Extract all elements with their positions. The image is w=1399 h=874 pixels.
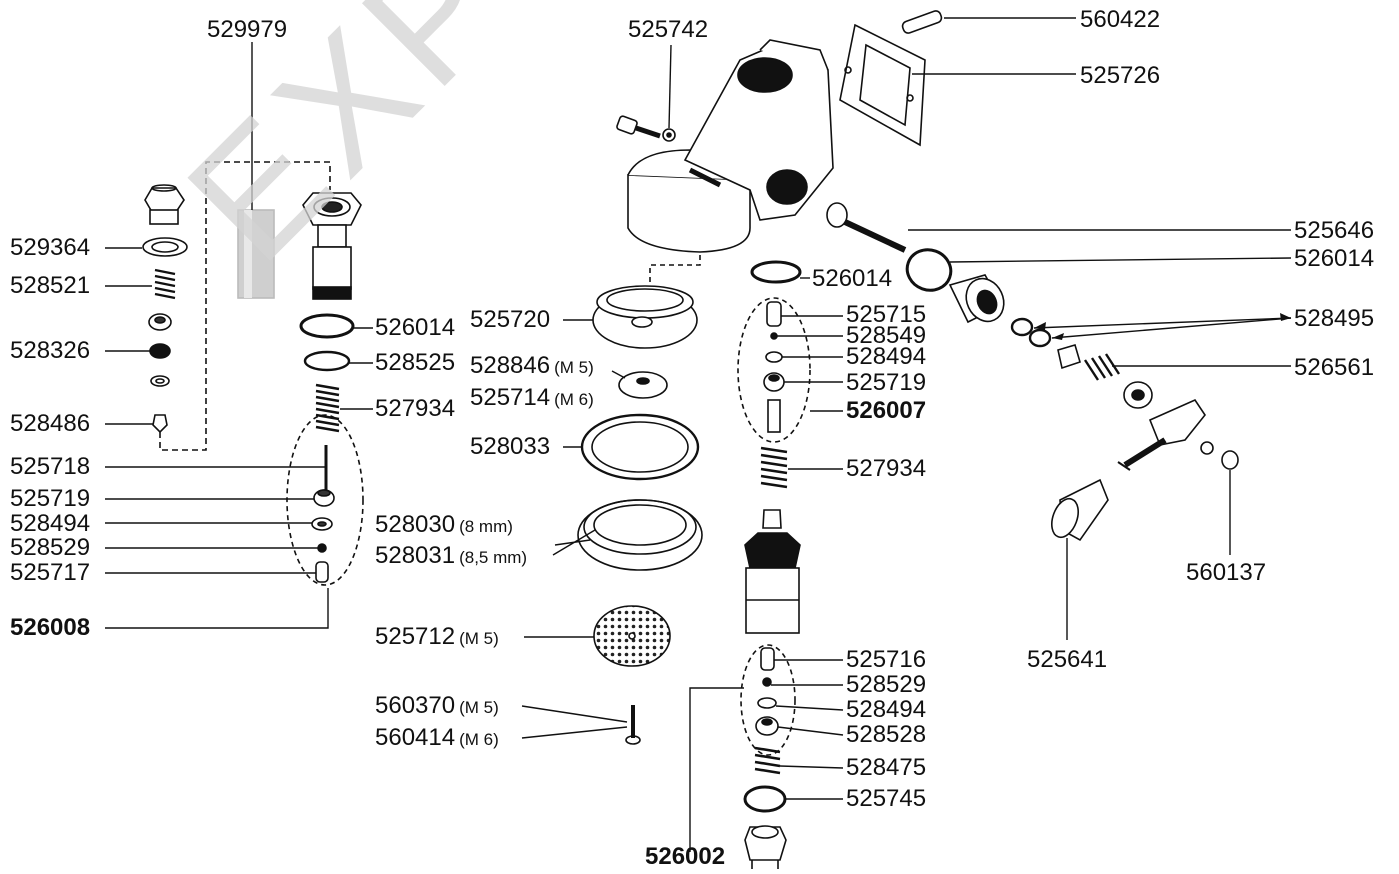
label-526007: 526007 <box>846 397 927 424</box>
valve-holder-part <box>744 509 801 634</box>
dispersion-block-525720 <box>592 285 698 349</box>
label-528528: 528528 <box>846 721 927 748</box>
group-ellipse-526008 <box>286 414 364 586</box>
spring-527934-center <box>760 446 788 489</box>
plug-526002 <box>744 825 787 869</box>
label-525715: 525715 <box>846 301 927 328</box>
label-560422: 560422 <box>1080 6 1161 33</box>
label-528031: 528031(8,5 mm) <box>375 542 528 569</box>
seal-528495-b <box>1028 328 1052 348</box>
oring-526014-center <box>750 260 802 284</box>
nut-560137 <box>1221 450 1239 470</box>
label-525742: 525742 <box>628 16 709 43</box>
cartridge-529979 <box>237 209 275 299</box>
label-560414: 560414(M 6) <box>375 724 499 751</box>
spring-528521 <box>154 268 176 300</box>
lever-part <box>1117 398 1206 471</box>
label-526561: 526561 <box>1294 354 1375 381</box>
label-528495: 528495 <box>1294 305 1375 332</box>
shower-screen-525712 <box>593 605 671 667</box>
label-528846: 528846(M 5) <box>470 352 594 379</box>
label-525726: 525726 <box>1080 62 1161 89</box>
group-ellipse-526007 <box>737 297 811 443</box>
plug-nut-part <box>144 184 185 225</box>
spring-527934-left <box>315 383 340 433</box>
label-525719-left: 525719 <box>10 485 91 512</box>
screw-525742 <box>616 115 661 139</box>
label-525712: 525712(M 5) <box>375 623 499 650</box>
label-528494-center: 528494 <box>846 343 927 370</box>
label-528475: 528475 <box>846 754 927 781</box>
label-526008: 526008 <box>10 614 91 641</box>
washer-528846 <box>618 371 668 399</box>
gasket-plate-525726 <box>839 23 926 147</box>
oring-525745 <box>743 785 787 813</box>
label-525719-center: 525719 <box>846 369 927 396</box>
pin-560422 <box>901 10 943 34</box>
label-528549: 528549 <box>846 322 927 349</box>
label-529979: 529979 <box>207 16 288 43</box>
label-560137: 560137 <box>1186 559 1267 586</box>
arrowheads <box>1034 313 1291 340</box>
group-ellipse-526002 <box>740 644 796 756</box>
screw-560370 <box>625 705 641 745</box>
label-528521: 528521 <box>10 272 91 299</box>
label-529364: 529364 <box>10 234 91 261</box>
piston-part <box>1057 344 1081 370</box>
oring-526014-right <box>905 248 953 292</box>
label-528486: 528486 <box>10 410 91 437</box>
label-526014-right: 526014 <box>1294 245 1375 272</box>
label-525716: 525716 <box>846 646 927 673</box>
bolt-525646 <box>826 202 907 253</box>
label-528326: 528326 <box>10 337 91 364</box>
valve-body-part <box>302 192 362 300</box>
washer-529364 <box>142 237 188 257</box>
spring-526561 <box>1083 353 1121 381</box>
label-525641: 525641 <box>1027 646 1108 673</box>
knob-525641 <box>1051 478 1109 542</box>
seal-528495-a <box>1010 317 1034 337</box>
label-525717: 525717 <box>10 559 91 586</box>
oring-528525 <box>303 350 351 372</box>
ring-small <box>150 375 170 387</box>
spring-528475 <box>754 746 781 775</box>
gasket-528033 <box>580 413 700 481</box>
jet-528486 <box>152 414 168 434</box>
label-528494-bottom: 528494 <box>846 696 927 723</box>
label-526002: 526002 <box>645 843 726 870</box>
label-526014-center: 526014 <box>812 265 893 292</box>
label-525646: 525646 <box>1294 217 1375 244</box>
label-528030: 528030(8 mm) <box>375 511 513 538</box>
label-528033: 528033 <box>470 433 551 460</box>
label-525718: 525718 <box>10 453 91 480</box>
oring-526014-left <box>299 313 355 339</box>
label-525714: 525714(M 6) <box>470 384 594 411</box>
dashed-bracket <box>159 161 331 451</box>
gasket-528030 <box>577 499 703 571</box>
label-527934-center: 527934 <box>846 455 927 482</box>
bushing-part <box>948 274 1005 324</box>
label-528494-left: 528494 <box>10 510 91 537</box>
label-528529-left: 528529 <box>10 534 91 561</box>
label-528525: 528525 <box>375 349 456 376</box>
label-525745: 525745 <box>846 785 927 812</box>
label-528529-center: 528529 <box>846 671 927 698</box>
seal-528326 <box>149 343 171 359</box>
label-527934-left: 527934 <box>375 395 456 422</box>
label-525720: 525720 <box>470 306 551 333</box>
group-head-part <box>627 39 834 253</box>
leader-lines <box>105 17 1292 852</box>
label-526014-left: 526014 <box>375 314 456 341</box>
label-560370: 560370(M 5) <box>375 692 499 719</box>
